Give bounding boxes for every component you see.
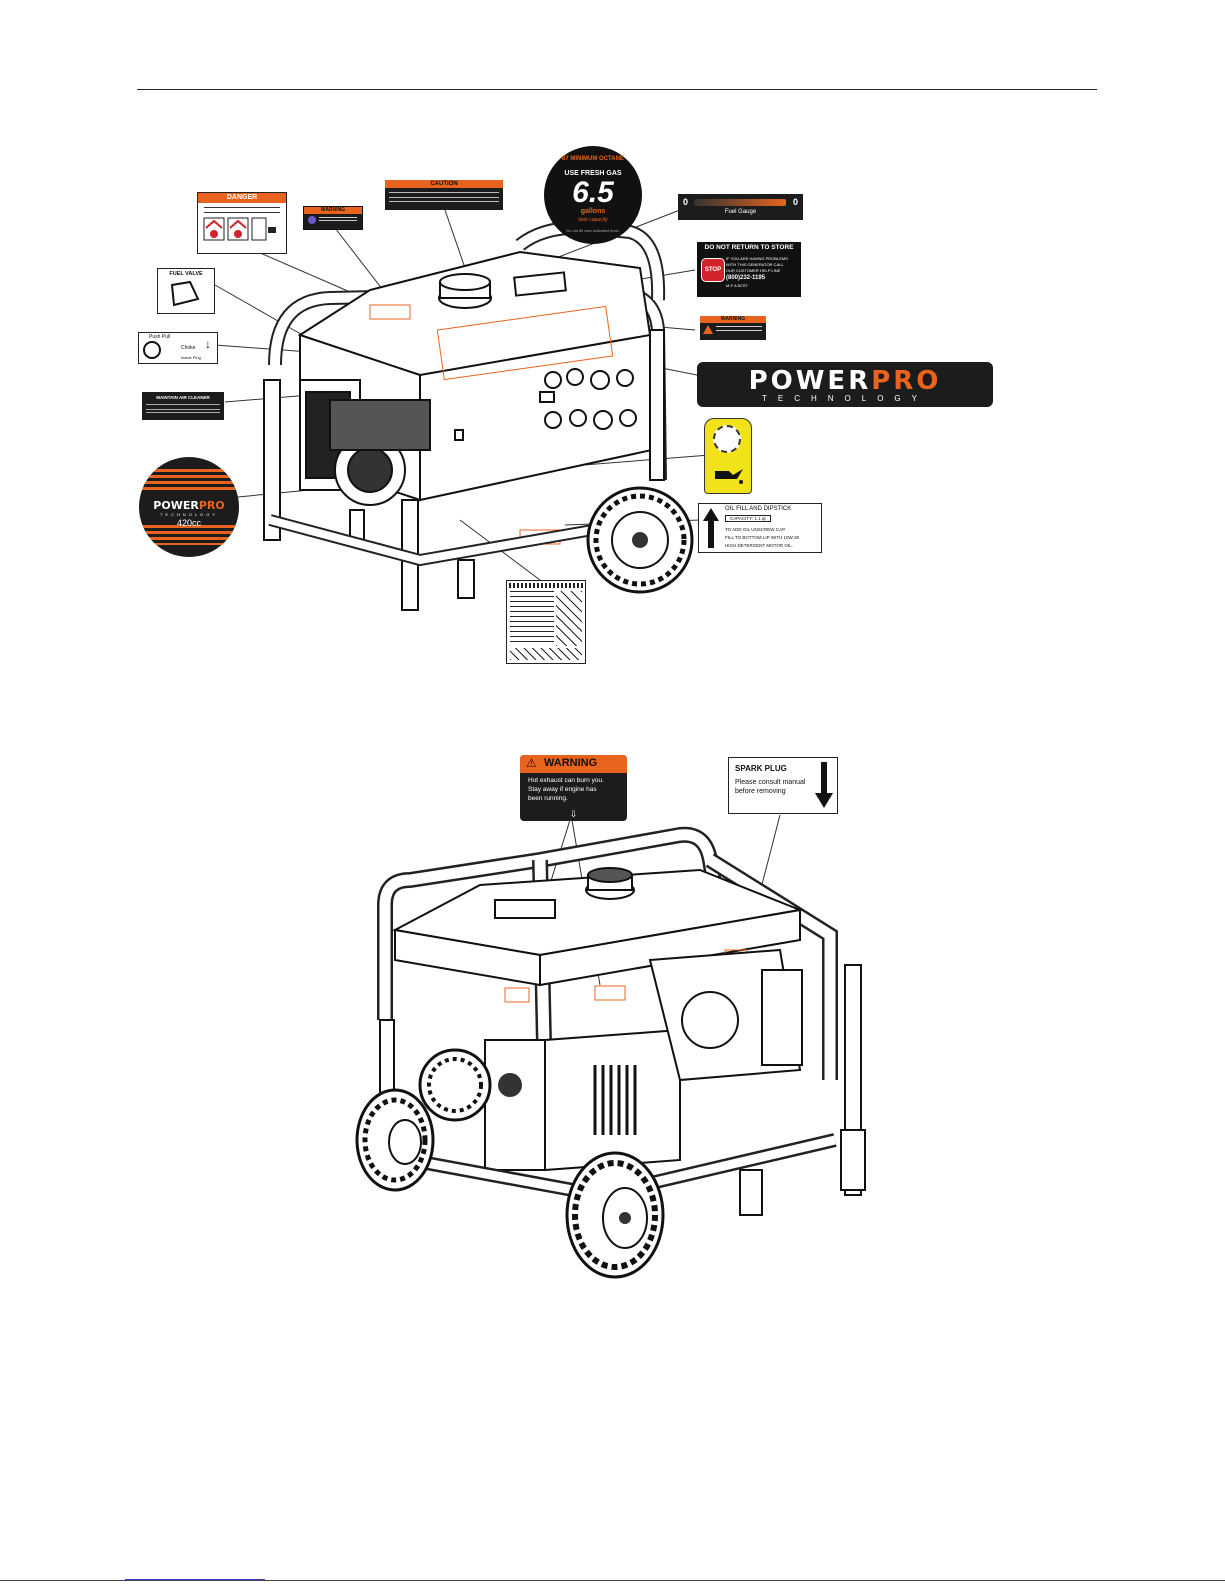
oil-tag bbox=[704, 418, 752, 494]
warning-label-right: WARNING bbox=[700, 316, 766, 340]
choke-knob-icon bbox=[143, 341, 161, 359]
specification-label bbox=[506, 580, 586, 664]
oil-fill-capacity: CAPACITY: 1.1 qt bbox=[725, 515, 771, 522]
air-cleaner-label: MAINTAIN AIR CLEANER bbox=[142, 392, 224, 420]
fuel-badge-capacity: 6.5 bbox=[572, 176, 614, 209]
warning-label-large: ⚠ WARNING Hot exhaust can burn you. Stay… bbox=[520, 755, 627, 821]
oil-fill-title: OIL FILL AND DIPSTICK bbox=[725, 506, 792, 512]
choke-top: Push Pull bbox=[149, 334, 171, 340]
badge-cc: 420cc bbox=[176, 518, 202, 528]
return-store-title: DO NOT RETURN TO STORE bbox=[704, 244, 794, 251]
fuel-badge-arc-top: 87 MINIMUM OCTANE bbox=[562, 156, 624, 162]
danger-label: DANGER bbox=[197, 192, 287, 254]
oil-fill-label: OIL FILL AND DIPSTICK CAPACITY: 1.1 qt T… bbox=[698, 503, 822, 553]
return-store-phone: (800)232-1195 bbox=[726, 275, 766, 281]
down-arrow-icon bbox=[815, 762, 833, 808]
warning-large-triangle-icon: ⚠ bbox=[526, 756, 537, 770]
fuel-badge-arc-bottom: Do not fill over indicated level. bbox=[566, 228, 620, 233]
warning-label-small: WARNING bbox=[303, 206, 363, 230]
spark-plug-label: SPARK PLUG Please consult manual before … bbox=[728, 757, 838, 814]
return-store-label: DO NOT RETURN TO STORE STOP IF YOU ARE H… bbox=[697, 242, 801, 297]
warning-small-header: WARNING bbox=[304, 207, 362, 214]
fuel-gauge-caption: Fuel Gauge bbox=[724, 209, 757, 215]
oil-tag-hole bbox=[713, 425, 741, 453]
caution-label: CAUTION bbox=[385, 180, 503, 210]
warning-large-header-bar: ⚠ WARNING bbox=[520, 755, 627, 773]
warning-right-header: WARNING bbox=[700, 316, 766, 323]
fuel-gauge-label: 0 0 Fuel Gauge bbox=[678, 194, 803, 220]
fuel-gauge-right: 0 bbox=[792, 197, 798, 207]
fuel-valve-label: FUEL VALVE bbox=[157, 268, 215, 314]
choke-mid: Choke bbox=[181, 345, 196, 351]
warning-small-icon bbox=[308, 216, 316, 224]
header-rule bbox=[137, 89, 1097, 90]
danger-pictograms bbox=[203, 217, 276, 241]
spark-plug-text: Please consult manual before removing bbox=[735, 779, 806, 795]
fuel-badge-sub: tank capacity bbox=[578, 217, 608, 223]
oil-fill-text: TO ADD OIL UNSCREW CAP. FILL TO BOTTOM L… bbox=[725, 527, 800, 548]
spark-plug-title: SPARK PLUG bbox=[735, 764, 787, 773]
warning-triangle-icon bbox=[703, 325, 713, 334]
choke-arrow-icon: ↓ bbox=[205, 337, 211, 351]
warning-large-text: Hot exhaust can burn you. Stay away if e… bbox=[528, 777, 604, 802]
danger-header: DANGER bbox=[198, 193, 286, 203]
badge-logo: POWERPRO bbox=[153, 499, 225, 512]
powerpro-banner-logo: POWERPRO bbox=[748, 366, 942, 396]
generator-figure-2 bbox=[355, 814, 866, 1279]
up-arrow-icon bbox=[703, 508, 719, 548]
badge-tech: TECHNOLOGY bbox=[159, 512, 218, 517]
air-cleaner-title: MAINTAIN AIR CLEANER bbox=[156, 395, 210, 400]
fuel-badge-use-fresh: USE FRESH GAS bbox=[564, 170, 622, 177]
powerpro-engine-badge: POWERPRO TECHNOLOGY 420cc bbox=[139, 457, 239, 557]
fuel-valve-title: FUEL VALVE bbox=[169, 271, 203, 277]
footer-link-underline bbox=[125, 1579, 265, 1580]
choke-bottom: Inside Plug bbox=[181, 355, 201, 360]
fuel-gauge-bar bbox=[694, 199, 786, 206]
fuel-valve-icon bbox=[170, 280, 200, 307]
powerpro-banner-tech: TECHNOLOGY bbox=[761, 394, 928, 403]
warning-large-header: WARNING bbox=[544, 757, 598, 769]
powerpro-banner: POWERPRO TECHNOLOGY bbox=[697, 362, 993, 407]
oil-can-icon bbox=[715, 469, 743, 484]
choke-label: Push Pull Choke Inside Plug ↓ bbox=[138, 332, 218, 364]
footer-rule bbox=[0, 1580, 1225, 1581]
caution-header: CAUTION bbox=[385, 180, 503, 188]
stop-sign-icon: STOP bbox=[701, 258, 725, 282]
warning-large-arrow-icon: ⇩ bbox=[569, 809, 578, 819]
fuel-capacity-badge: 87 MINIMUM OCTANE USE FRESH GAS 6.5 gall… bbox=[544, 146, 642, 244]
fuel-gauge-left: 0 bbox=[683, 197, 689, 207]
fuel-badge-unit: gallons bbox=[580, 208, 606, 215]
return-store-text: IF YOU ARE HAVING PROBLEMS WITH THIS GEN… bbox=[726, 256, 788, 288]
generator-figure-1 bbox=[214, 209, 711, 611]
